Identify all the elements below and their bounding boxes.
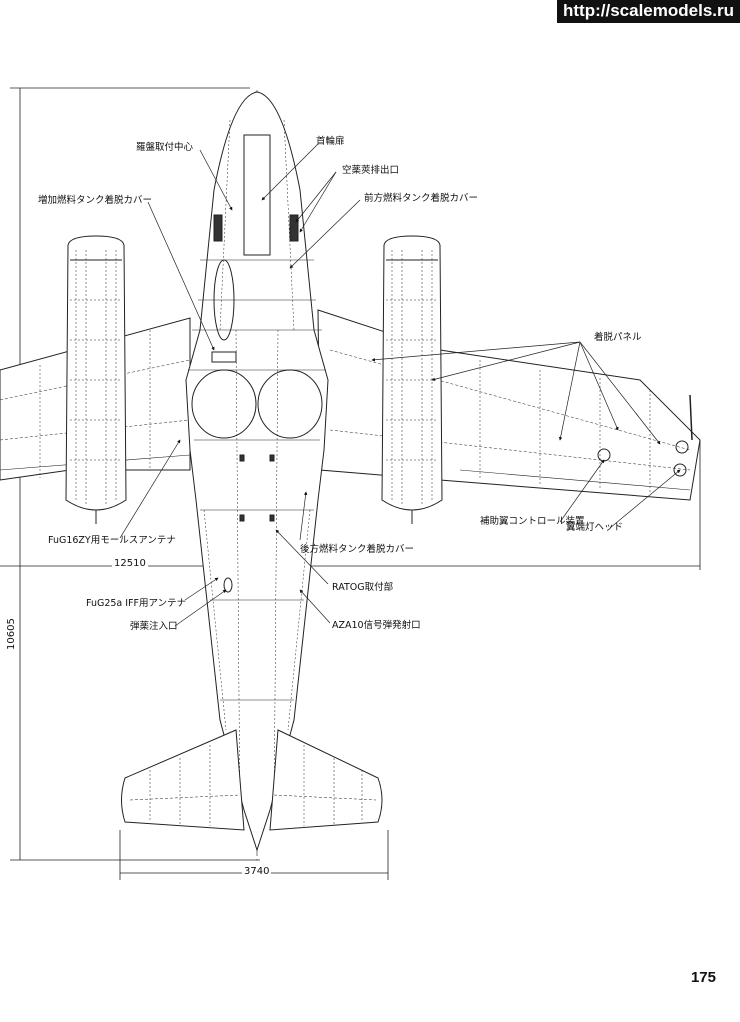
callout-fug25a-antenna: FuG25a IFF用アンテナ bbox=[86, 598, 187, 609]
leader-lines bbox=[119, 143, 681, 627]
callout-rear-fuel-tank-cover: 後方燃料タンク着脱カバー bbox=[300, 544, 415, 555]
left-engine-nacelle bbox=[65, 235, 127, 524]
callout-fug16zy-antenna: FuG16ZY用モールスアンテナ bbox=[48, 535, 176, 546]
horizontal-tailplane bbox=[121, 729, 383, 831]
dimension-tail-span: 3740 bbox=[242, 866, 272, 877]
fuselage bbox=[185, 91, 329, 852]
callout-ammo-loading: 弾薬注入口 bbox=[130, 621, 178, 632]
page-number: 175 bbox=[690, 969, 716, 986]
callout-cartridge-ejection: 空薬莢排出口 bbox=[342, 165, 400, 176]
dimension-span: 12510 bbox=[112, 558, 148, 569]
callout-rato-mount: RATOG取付部 bbox=[332, 582, 394, 593]
right-engine-nacelle bbox=[381, 235, 443, 524]
callout-access-panel: 着脱パネル bbox=[594, 332, 642, 343]
callout-nose-wheel-bay: 首輪扉 bbox=[316, 136, 345, 147]
watermark[interactable]: http://scalemodels.ru bbox=[557, 0, 740, 23]
right-wing bbox=[317, 309, 701, 501]
callout-compass-mount: 羅盤取付中心 bbox=[136, 142, 194, 153]
callout-aileron-trim-tab: 補助翼コントロール装置 bbox=[480, 516, 585, 527]
callout-aza10-flare-port: AZA10信号弾発射口 bbox=[332, 620, 421, 631]
callout-forward-fuel-tank-cover: 前方燃料タンク着脱カバー bbox=[364, 193, 479, 204]
dimension-length: 10605 bbox=[6, 616, 17, 652]
callout-navigation-light: 翼端灯ヘッド bbox=[566, 522, 624, 533]
callout-aux-fuel-tank-cover: 増加燃料タンク着脱カバー bbox=[38, 195, 153, 206]
